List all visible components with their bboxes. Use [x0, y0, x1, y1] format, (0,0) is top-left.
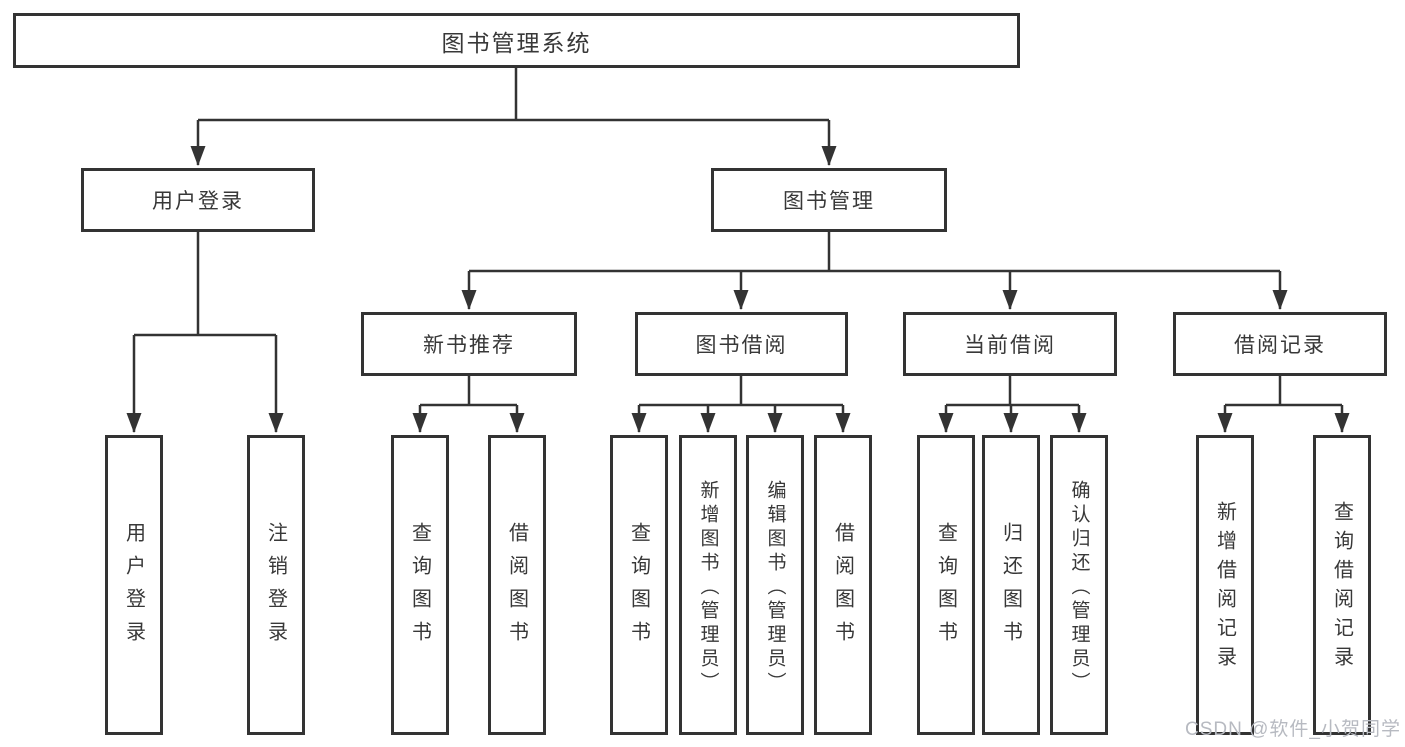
- leaf-logout: 注销登录: [247, 435, 305, 735]
- leaf-return-book: 归还图书: [982, 435, 1040, 735]
- leaf-user-login: 用户登录: [105, 435, 163, 735]
- leaf-edit-book-admin: 编辑图书（管理员）: [746, 435, 804, 735]
- leaf-current-query-book: 查询图书: [917, 435, 975, 735]
- csdn-watermark: CSDN @软件_小贺同学: [1185, 719, 1401, 740]
- leaf-query-borrow-record: 查询借阅记录: [1313, 435, 1371, 735]
- node-book-management: 图书管理: [711, 168, 947, 232]
- leaf-add-book-admin: 新增图书（管理员）: [679, 435, 737, 735]
- node-current-borrow: 当前借阅: [903, 312, 1117, 376]
- node-borrow-records: 借阅记录: [1173, 312, 1387, 376]
- node-library-management-system: 图书管理系统: [13, 13, 1020, 68]
- leaf-borrow-query-book: 查询图书: [610, 435, 668, 735]
- node-book-borrow: 图书借阅: [635, 312, 848, 376]
- leaf-borrow-book: 借阅图书: [814, 435, 872, 735]
- node-new-book-recommend: 新书推荐: [361, 312, 577, 376]
- leaf-confirm-return-admin: 确认归还（管理员）: [1050, 435, 1108, 735]
- leaf-newrec-query-book: 查询图书: [391, 435, 449, 735]
- node-user-login: 用户登录: [81, 168, 315, 232]
- leaf-newrec-borrow-book: 借阅图书: [488, 435, 546, 735]
- leaf-add-borrow-record: 新增借阅记录: [1196, 435, 1254, 735]
